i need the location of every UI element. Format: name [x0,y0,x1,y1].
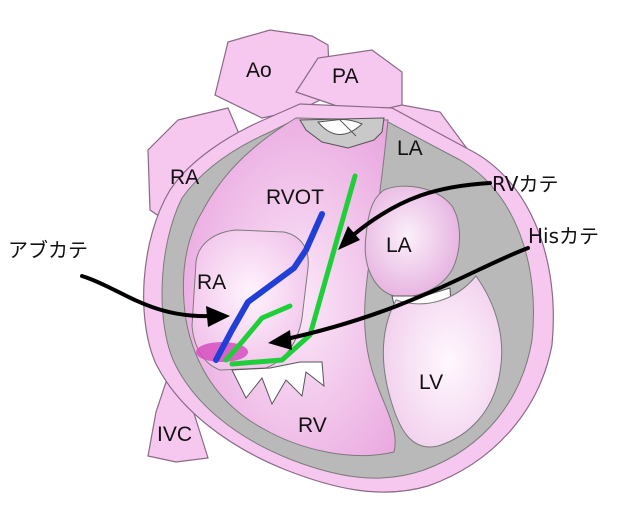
arrow-heads [206,226,360,350]
ablation-catheter-arrow [80,274,212,319]
ra-inner-label: RA [197,271,226,294]
lv-cavity [382,275,503,448]
rv-catheter-arrow [350,181,492,238]
pulmonary-valve [299,117,385,149]
pa-label: PA [332,65,358,88]
his-catheter-line [223,303,293,363]
ablation-catheter-callout: アブカテ [8,238,88,262]
his-arrow-head [268,330,292,350]
his-catheter-callout: Hisカテ [528,224,599,248]
rv-catheter-callout: RVカテ [492,172,558,196]
ablation-arrow-head [206,306,230,327]
la-outer-label: LA [397,137,423,160]
la-inner-label: LA [386,234,412,257]
ablation-catheter-line [213,211,325,363]
lv-label: LV [419,371,443,394]
rv-label: RV [298,414,327,437]
rv-catheter-line [229,173,358,367]
ao-label: Ao [246,59,272,82]
ivc-label: IVC [157,423,192,446]
rv-arrow-head [338,226,360,250]
rvot-label: RVOT [266,186,324,209]
ra-outer-label: RA [170,166,199,189]
his-catheter-arrow [280,246,530,342]
tricuspid-valve [231,361,325,406]
callout-arrows [80,181,530,342]
